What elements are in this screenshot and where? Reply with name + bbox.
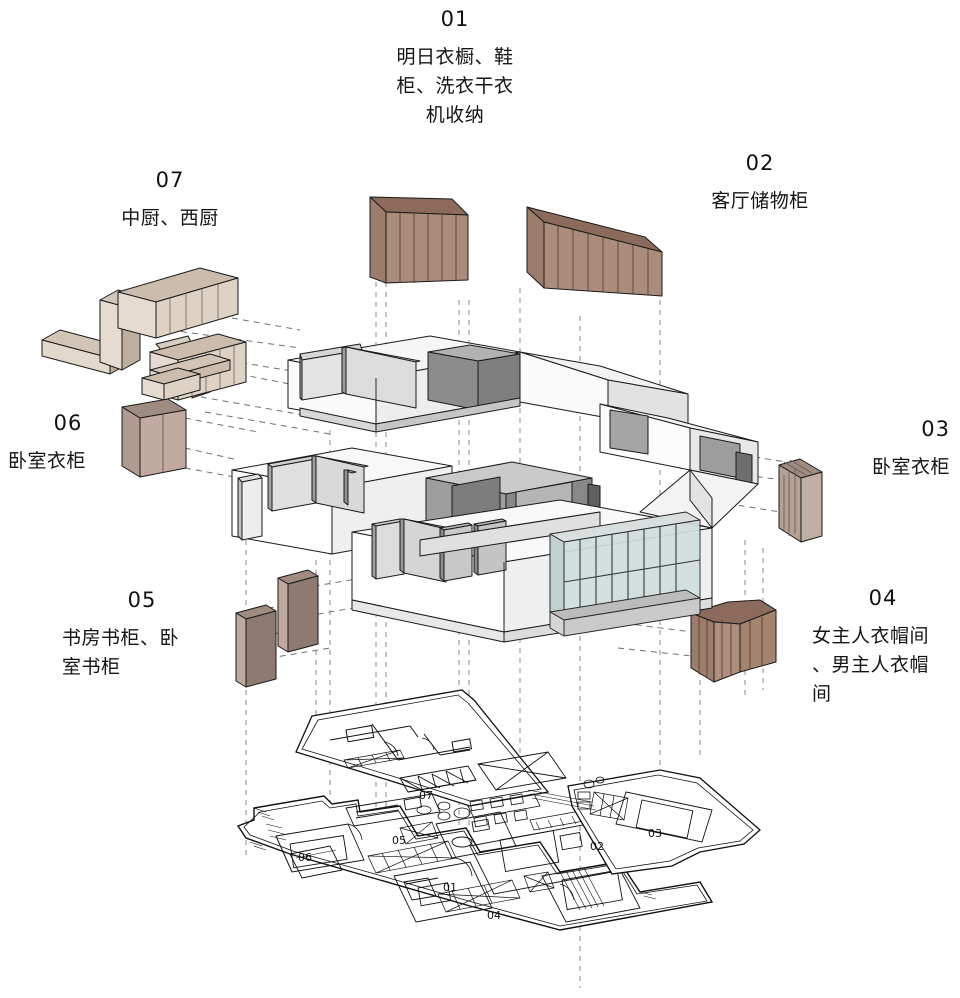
module-cabinet-05 [235, 569, 319, 688]
apartment-3d-model [231, 335, 759, 643]
plan-marker-05: 05 [392, 834, 406, 847]
plan-marker-07: 07 [419, 789, 433, 802]
module-cabinet-02 [526, 206, 663, 297]
plan-marker-01: 01 [443, 881, 457, 894]
callout-06-number: 06 [53, 411, 83, 435]
callout-01-line-3: 机收纳 [425, 103, 485, 126]
module-cabinet-01 [369, 196, 469, 284]
callout-06-line-1: 卧室衣柜 [8, 449, 87, 472]
module-kitchen-07 [41, 267, 247, 401]
callout-03-number: 03 [921, 417, 950, 441]
callout-01-line-2: 柜、洗衣干衣 [396, 74, 514, 97]
callout-03: 03 卧室衣柜 [820, 414, 950, 482]
callout-07: 07 中厨、西厨 [100, 165, 240, 233]
callout-07-number: 07 [155, 168, 185, 192]
callout-01: 01 明日衣橱、鞋 柜、洗衣干衣 机收纳 [370, 4, 540, 130]
module-cabinet-06 [121, 398, 187, 478]
callout-04-line-1: 女主人衣帽间 [812, 624, 930, 647]
glass-curtain-wall [549, 511, 701, 637]
callout-01-number: 01 [440, 7, 470, 31]
model-detail-strips [231, 360, 713, 632]
module-cabinet-04 [690, 599, 777, 683]
callout-04-line-2: 、男主人衣帽 [812, 653, 930, 676]
floor-plan [236, 689, 761, 931]
callout-05: 05 书房书柜、卧 室书柜 [62, 585, 222, 682]
callout-01-line-1: 明日衣橱、鞋 [396, 45, 514, 68]
callout-07-line-1: 中厨、西厨 [121, 206, 219, 229]
plan-marker-06: 06 [298, 851, 312, 864]
callout-02-line-1: 客厅储物柜 [711, 189, 809, 212]
callout-02: 02 客厅储物柜 [690, 148, 830, 216]
callout-04-line-3: 间 [812, 682, 832, 705]
callout-06: 06 卧室衣柜 [8, 408, 128, 476]
callout-05-line-2: 室书柜 [62, 655, 121, 678]
plan-markers: 07 05 06 01 04 02 03 [298, 789, 662, 922]
callout-05-line-1: 书房书柜、卧 [62, 626, 180, 649]
plan-marker-03: 03 [648, 827, 662, 840]
callout-02-number: 02 [745, 151, 775, 175]
callout-05-number: 05 [127, 588, 157, 612]
plan-marker-04: 04 [487, 909, 501, 922]
module-cabinet-03 [778, 458, 823, 543]
plan-marker-02: 02 [590, 840, 604, 853]
callout-03-line-1: 卧室衣柜 [871, 455, 950, 478]
callout-04-number: 04 [868, 586, 898, 610]
callout-04: 04 女主人衣帽间 、男主人衣帽 间 [812, 583, 954, 709]
